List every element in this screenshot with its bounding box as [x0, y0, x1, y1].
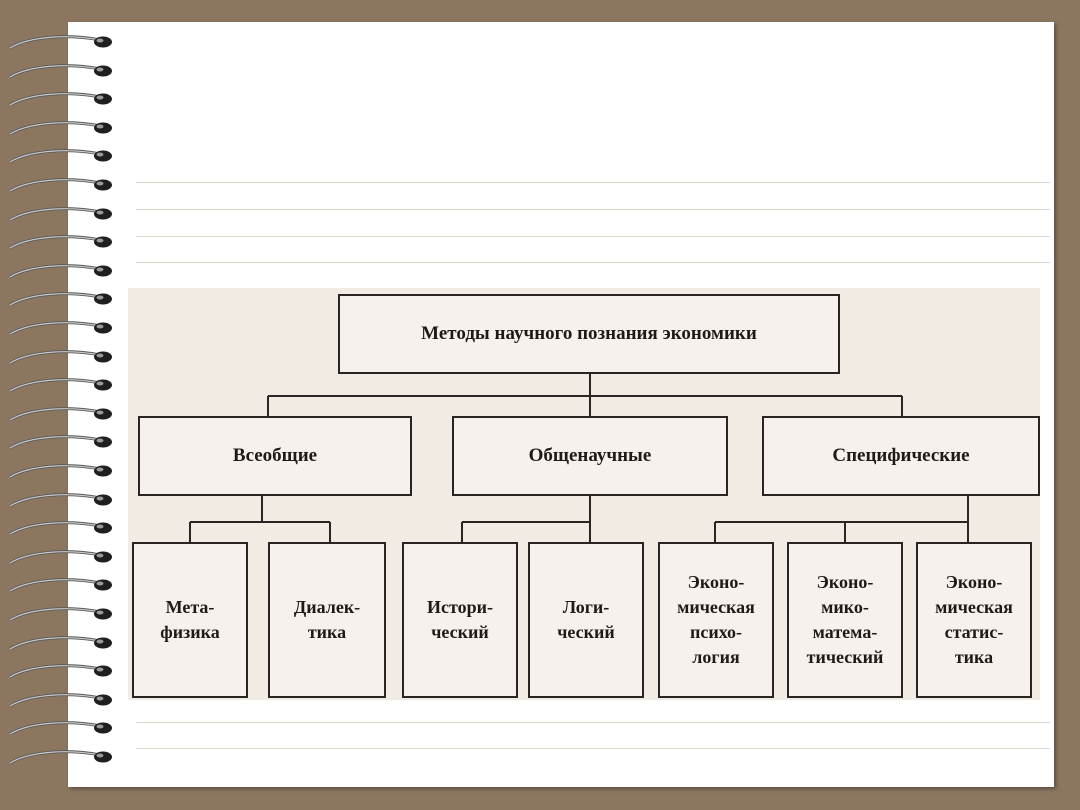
binding-ring-icon	[9, 464, 112, 479]
ruled-line	[136, 236, 1050, 237]
binding-ring-icon	[9, 750, 112, 765]
binding-ring-icon	[9, 206, 112, 221]
root-node: Методы научного познания экономики	[338, 294, 840, 374]
leaf-node-economic-mathematical: Эконо- мико- матема- тический	[787, 542, 903, 698]
binding-ring-icon	[9, 578, 112, 593]
root-node-label: Методы научного познания экономики	[421, 323, 757, 344]
binding-ring-icon	[9, 407, 112, 422]
binding-ring-icon	[9, 35, 112, 50]
binding-ring-icon	[9, 721, 112, 736]
binding-ring-icon	[9, 292, 112, 307]
binding-ring-icon	[9, 492, 112, 507]
ruled-line	[136, 748, 1050, 749]
ruled-line	[136, 182, 1050, 183]
binding-ring-icon	[9, 550, 112, 565]
ruled-line	[136, 209, 1050, 210]
leaf-node-economic-psychology: Эконо- мическая психо- логия	[658, 542, 774, 698]
leaf-node-label: Эконо- мическая психо- логия	[677, 572, 755, 667]
binding-ring-icon	[9, 321, 112, 336]
binding-ring-icon	[9, 607, 112, 622]
binding-ring-icon	[9, 63, 112, 78]
ruled-line	[136, 262, 1050, 263]
binding-ring-icon	[9, 349, 112, 364]
binding-ring-icon	[9, 121, 112, 136]
binding-ring-icon	[9, 149, 112, 164]
group-node-label: Всеобщие	[232, 445, 318, 466]
binding-ring-icon	[9, 635, 112, 650]
leaf-node-logical: Логи- ческий	[528, 542, 644, 698]
leaf-node-dialectics: Диалек- тика	[268, 542, 386, 698]
leaf-node-economic-statistics: Эконо- мическая статис- тика	[916, 542, 1032, 698]
leaf-node-label: Эконо- мическая статис- тика	[935, 572, 1013, 667]
group-node-specific: Специфические	[762, 416, 1040, 496]
leaf-node-metaphysics: Мета- физика	[132, 542, 248, 698]
leaf-node-label: Мета- физика	[160, 597, 220, 642]
leaf-node-historical: Истори- ческий	[402, 542, 518, 698]
binding-ring-icon	[9, 435, 112, 450]
binding-ring-icon	[9, 664, 112, 679]
binding-ring-icon	[9, 378, 112, 393]
group-node-general-scientific: Общенаучные	[452, 416, 728, 496]
binding-ring-icon	[9, 693, 112, 708]
ruled-line	[136, 722, 1050, 723]
leaf-node-label: Логи- ческий	[557, 597, 615, 642]
group-node-label: Специфические	[832, 445, 970, 466]
leaf-node-label: Истори- ческий	[427, 597, 493, 642]
binding-ring-icon	[9, 92, 112, 107]
group-node-general: Всеобщие	[138, 416, 412, 496]
group-node-label: Общенаучные	[528, 445, 652, 466]
binding-ring-icon	[9, 264, 112, 279]
binding-ring-icon	[9, 235, 112, 250]
binding-ring-icon	[9, 178, 112, 193]
binding-ring-icon	[9, 521, 112, 536]
leaf-node-label: Диалек- тика	[293, 597, 361, 642]
leaf-node-label: Эконо- мико- матема- тический	[806, 572, 884, 667]
